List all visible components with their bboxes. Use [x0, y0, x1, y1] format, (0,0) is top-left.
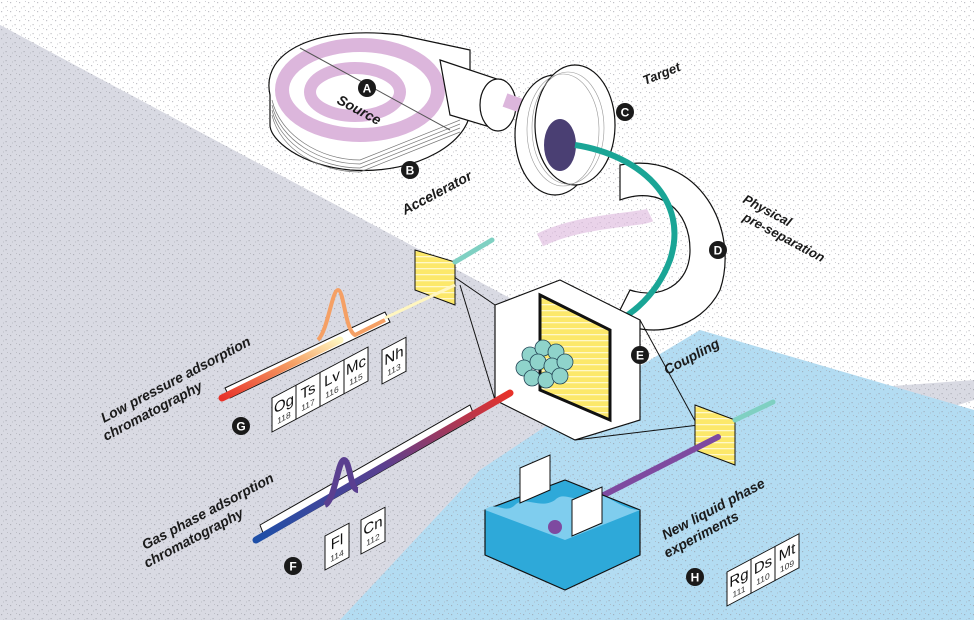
- svg-text:H: H: [691, 571, 700, 585]
- badge-e: E: [631, 346, 649, 364]
- badge-b: B: [401, 161, 419, 179]
- upper-teal-beam: [452, 237, 495, 265]
- badge-g: G: [232, 417, 250, 435]
- badge-f: F: [284, 557, 302, 575]
- gas-phase-column: [252, 389, 514, 544]
- liquid-vessel: [484, 454, 641, 591]
- svg-text:C: C: [621, 106, 630, 120]
- coupling-box: [414, 249, 741, 441]
- badge-d: D: [709, 241, 727, 259]
- liquid-nucleus: [548, 520, 562, 534]
- svg-text:Ts: Ts: [301, 379, 316, 404]
- svg-text:A: A: [363, 82, 372, 96]
- liquid-plate-1: [519, 454, 551, 504]
- svg-text:E: E: [636, 349, 644, 363]
- badge-h: H: [686, 568, 704, 586]
- svg-text:D: D: [714, 244, 723, 258]
- svg-text:B: B: [406, 164, 415, 178]
- target-wheel: [514, 64, 616, 196]
- liquid-plate-2: [571, 486, 603, 537]
- svg-text:F: F: [289, 560, 296, 574]
- lower-teal-beam: [732, 399, 776, 423]
- svg-text:G: G: [236, 420, 245, 434]
- target-foil: [544, 119, 576, 171]
- svg-text:Fl: Fl: [331, 530, 343, 553]
- lower-filter: [694, 404, 736, 466]
- low-pressure-column: [218, 283, 456, 402]
- badge-c: C: [616, 103, 634, 121]
- badge-a: A: [358, 79, 376, 97]
- svg-text:Lv: Lv: [324, 366, 340, 391]
- nucleus-cluster: [515, 339, 574, 389]
